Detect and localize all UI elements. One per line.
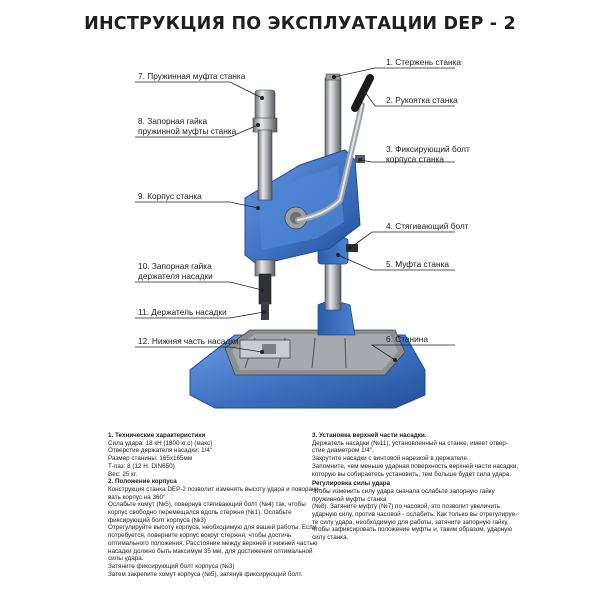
text-line: Закрутите насадки с винтовой нарезкой в … xyxy=(312,455,469,463)
callout-die-holder: 11. Держатель насадки xyxy=(138,307,227,317)
text-line: оптимального положения. Расстояние между… xyxy=(108,539,318,547)
text-line: чтобы зафиксировать положение муфты и, т… xyxy=(312,526,513,534)
text-line: силы удара. xyxy=(108,555,144,563)
text-line: стие диаметром 1/4". xyxy=(312,447,374,455)
text-line: Отверстие держателя насадки: 1/4" xyxy=(108,447,213,455)
callout-spring-coupling: 7. Пружинная муфта станка xyxy=(138,71,246,81)
text-line: Размер станины: 165х165мм xyxy=(108,455,193,463)
text-line: Сила удара: 18 кН (1800 кг.с) (макс) xyxy=(108,439,213,447)
callout-spring-lock-nut: 8. Запорная гайка пружинной муфты станка xyxy=(138,116,237,136)
text-line: насадки должно быть максимум 35 мм, для … xyxy=(108,547,313,555)
text-line: силу станка. xyxy=(312,534,349,542)
text-line: (№8). Затяните муфту (№7) по часовой, эт… xyxy=(312,503,501,511)
callout-handle: 2. Рукоятка станка xyxy=(386,95,458,105)
callout-holder-lock-nut: 10. Запорная гайка держателя насадки xyxy=(138,261,213,281)
text-line: Держатель насадки (№11), установленный н… xyxy=(312,439,509,447)
section-heading: 2. Положение корпуса xyxy=(108,478,177,486)
text-line: Отрегулируйте высоту корпуса, необходиму… xyxy=(108,524,317,532)
text-line: Запомните, чем меньше ударная поверхност… xyxy=(312,462,519,470)
text-line: Вес: 25 кг. xyxy=(108,470,138,478)
section-heading: 1. Технические характеристики xyxy=(108,432,206,439)
section-heading: Регулировка силы удара xyxy=(312,480,391,488)
callout-tightening-bolt: 4. Стягивающий болт xyxy=(386,221,469,231)
page-title: ИНСТРУКЦИЯ ПО ЭКСПЛУАТАЦИИ DEP - 2 xyxy=(84,14,516,34)
text-line: те силу удара, необходимую для работы, з… xyxy=(312,518,509,526)
text-line: Т-паз: 8 (12 Н. DIN650) xyxy=(108,462,175,470)
text-line: фиксирующий болт корпуса (№3) xyxy=(108,516,206,524)
text-line: потребуется, поверните корпус вокруг сте… xyxy=(108,532,292,540)
text-line: ударную силу, против часовой - ослабить.… xyxy=(312,511,518,519)
text-line: Затем закрепите хомут корпуса (№5), затя… xyxy=(108,570,303,578)
handle-lever xyxy=(295,74,374,223)
text-line: корпус свободно перемещался вдоль стержн… xyxy=(108,509,292,517)
callout-lower-die: 12. Нижняя часть насадки xyxy=(138,336,239,346)
callout-column-rod: 1. Стержень станка xyxy=(386,57,462,67)
callout-body: 9. Корпус станка xyxy=(138,191,202,201)
text-line: которую вы собираетесь установить, тем б… xyxy=(312,470,511,478)
text-line: Чтобы изменить силу удара сначала ослабь… xyxy=(312,487,495,495)
callout-base: 6. Станина xyxy=(386,334,428,344)
callout-fixing-bolt: 3. Фиксирующий болт корпуса станка xyxy=(386,144,470,164)
text-line: Ослабьте хомут (№5), повернув стягивающи… xyxy=(108,501,306,509)
section-heading: 3. Установка верхней части насадки. xyxy=(312,432,427,439)
text-line: вать корпус на 360° xyxy=(108,493,166,501)
callout-clamp: 5. Муфта станка xyxy=(386,259,450,269)
instructions-right-column: 3. Установка верхней части насадки.Держа… xyxy=(312,432,519,542)
base-stanina xyxy=(189,301,426,409)
text-line: Конструкция станка DEP-2 позволит изменя… xyxy=(108,485,321,493)
text-line: Затяните фиксирующий болт корпуса (№3) xyxy=(108,562,235,570)
text-line: пружинной муфты станка xyxy=(312,495,387,503)
